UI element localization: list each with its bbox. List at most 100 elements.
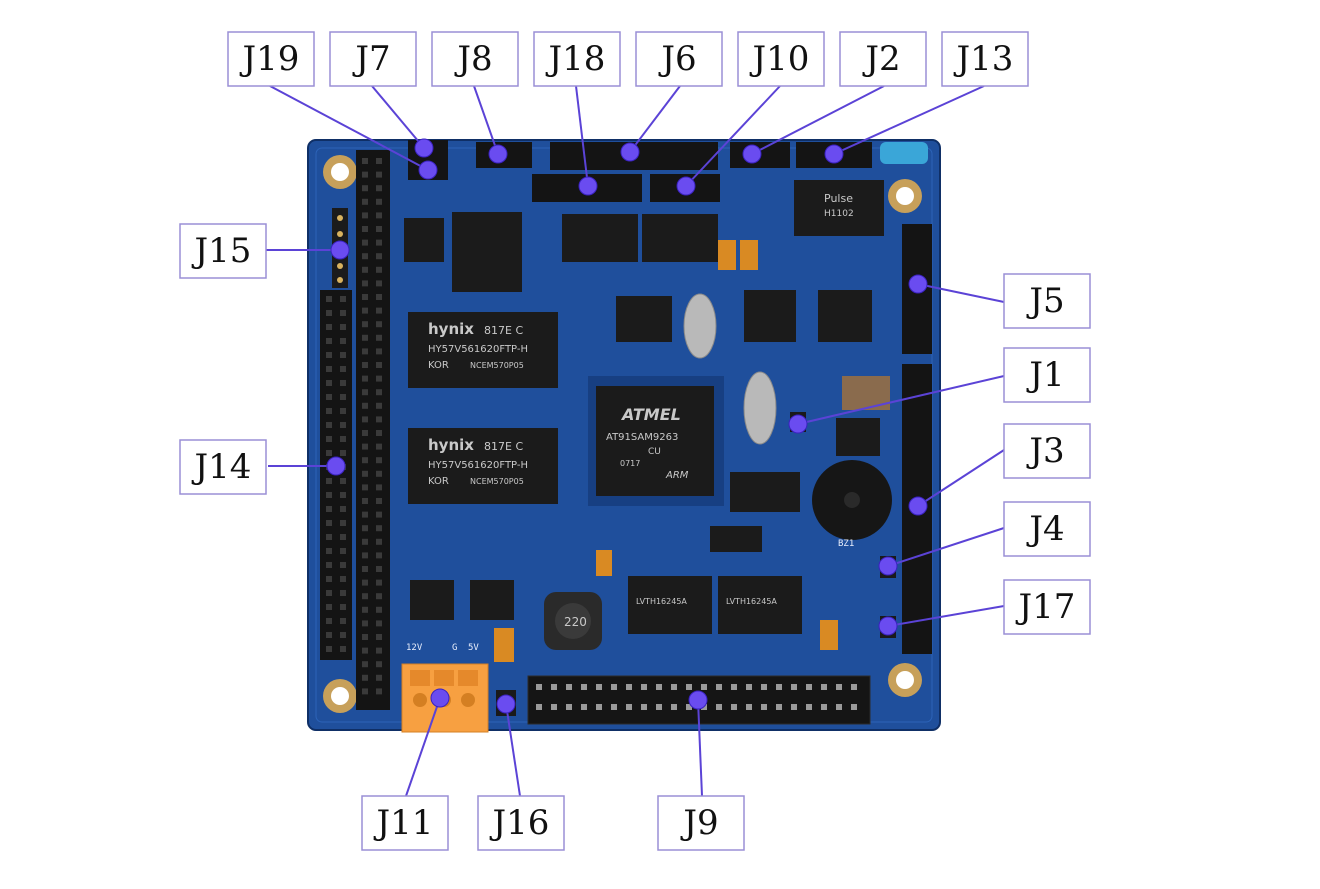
label-j1: J1 [1003,347,1091,403]
label-j17: J17 [1003,579,1091,635]
connector-pin [362,212,368,219]
leader-j8 [473,85,499,155]
connector-pin [791,704,797,710]
cpu-part-text: AT91SAM9263 [606,432,678,443]
connector-pin [376,321,382,328]
connector-pin [362,566,368,572]
connector-pin [376,634,382,640]
connector-pin [340,534,346,540]
connector-pin [791,684,797,690]
connector-pin [362,457,368,464]
connector-pin [671,684,677,690]
connector-pin [362,253,368,260]
connector-pin [761,684,767,690]
connector-pin [626,684,632,690]
connector-pin [596,684,602,690]
connector-pin [731,684,737,690]
cpu-sub2-text: 0717 [620,459,640,468]
connector-pin [340,338,346,344]
connector-pin [340,366,346,372]
connector-pin [326,380,332,386]
flash-chip [452,212,522,292]
marker-dot-j4 [878,556,898,576]
connector-pin [596,704,602,710]
marker-dot-j14 [326,456,346,476]
leader-j19 [269,85,429,171]
connector-pin [340,394,346,400]
connector-pin [656,704,662,710]
connector-pin [362,171,368,178]
connector-pin [326,394,332,400]
connector-pin [376,402,382,409]
marker-dot-j18 [578,176,598,196]
connector-pin [326,450,332,456]
label-j19: J19 [227,31,315,87]
tantalum-capacitor [718,240,736,270]
connector-pin [326,576,332,582]
connector-pin [376,484,382,491]
connector-pin [326,338,332,344]
connector-pin [340,632,346,638]
connector-pin [686,704,692,710]
connector-pin [746,684,752,690]
connector-pin [376,579,382,586]
tantalum-capacitor [740,240,758,270]
connector-pin [821,684,827,690]
connector-pin [362,348,368,355]
connector-pin [362,498,368,504]
leader-j9 [697,699,703,797]
connector-pin [340,408,346,414]
connector-pin [376,294,382,300]
label-j18-text: J18 [546,39,606,79]
label-j11: J11 [361,795,449,851]
mounting-hole [323,679,357,713]
connector-pin [376,606,382,613]
connector-pin [362,674,368,681]
label-j19-text: J19 [240,39,300,79]
connector-pin [326,520,332,526]
inductor-mark-text: 220 [564,615,587,629]
mounting-hole [323,155,357,189]
connector-pin [376,171,382,178]
tantalum-capacitor [596,550,612,576]
sdram-part-text: HY57V561620FTP-H [428,344,528,355]
label-j11-text: J11 [374,803,434,843]
label-j9-text: J9 [680,803,718,843]
connector-pin [326,296,332,302]
connector-pin [326,478,332,484]
power-label-g: G [452,643,457,653]
connector-pin [362,661,368,668]
connector-pin [536,704,542,710]
connector-pin [362,334,368,341]
power-label-12v: 12V [406,643,423,653]
connector-pin [340,478,346,484]
leader-j17 [887,605,1005,627]
marker-dot-j7 [414,138,434,158]
connector-pin [376,348,382,355]
connector-pin [362,402,368,409]
pulse-part-text: H1102 [824,209,854,219]
label-boxes: J19 J7 J8 J18 J6 J10 J2 J13 [179,31,1091,851]
connector-pin [611,704,617,710]
connector-pin [326,632,332,638]
label-j15: J15 [179,223,267,279]
small-chip [710,526,762,552]
connector-pin [376,198,382,205]
connector-pin [836,684,842,690]
connector-pin [376,552,382,559]
connector-pin [362,525,368,532]
connector-pin [340,618,346,624]
marker-dot-j8 [488,144,508,164]
pcb-board: 12V G 5V Pulse H1102 hynix 817E [307,139,941,733]
buffer-chip-right: LVTH16245A [718,576,802,634]
connector-pin [731,704,737,710]
connector-pin [326,366,332,372]
connector-pin [551,684,557,690]
connector-pin [626,704,632,710]
connector-pin [340,422,346,428]
connector-pin [716,704,722,710]
label-j1-text: J1 [1026,355,1064,395]
connector-pin [326,534,332,540]
leader-j2 [751,85,885,155]
